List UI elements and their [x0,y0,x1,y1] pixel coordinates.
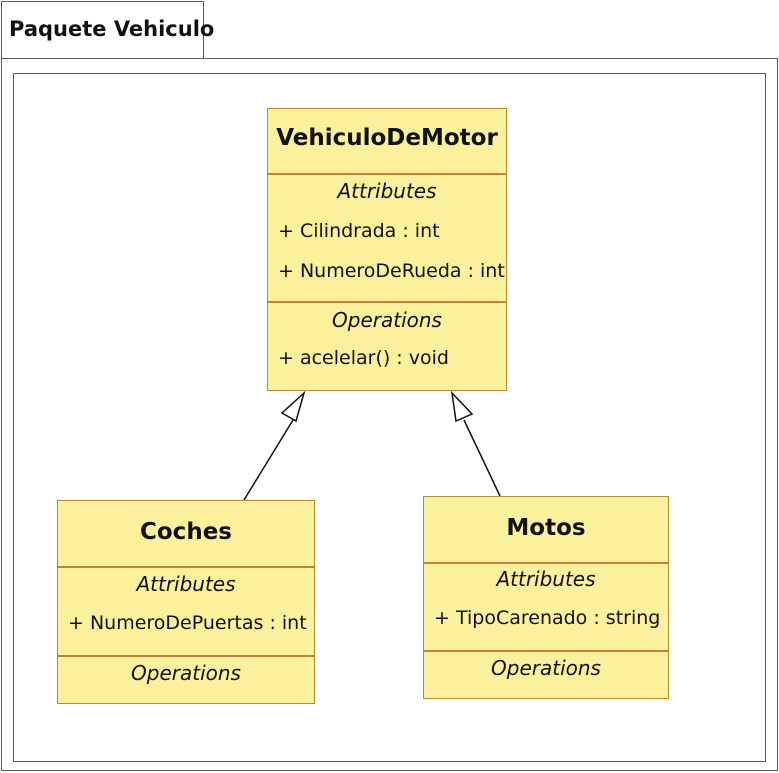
divider [268,301,506,303]
package-content-area [13,73,766,762]
operations-header: Operations [131,661,241,685]
attribute-tipocarenado: + TipoCarenado : string [434,607,661,629]
attributes-header: Attributes [337,179,437,203]
operation-acelelar: + acelelar() : void [278,347,449,369]
operations-header: Operations [491,656,601,680]
divider [58,566,314,568]
class-motos[interactable]: Motos Attributes + TipoCarenado : string… [423,496,669,699]
package-frame [1,58,778,771]
operations-header: Operations [332,308,442,332]
generalization-arrowhead-coches [280,390,306,423]
divider [424,650,668,652]
generalization-line-coches [243,419,294,501]
generalization-line-motos [463,419,501,497]
class-name: Motos [506,515,586,541]
attribute-cilindrada: + Cilindrada : int [278,220,440,242]
class-coches[interactable]: Coches Attributes + NumeroDePuertas : in… [57,500,315,704]
divider [58,655,314,657]
package-tab: Paquete Vehiculo [1,1,214,58]
class-name: Coches [140,519,232,545]
attribute-numerodepuertas: + NumeroDePuertas : int [68,612,307,634]
divider [424,562,668,564]
package-title: Paquete Vehiculo [9,17,215,41]
attributes-header: Attributes [136,572,236,596]
class-vehiculodemotor[interactable]: VehiculoDeMotor Attributes + Cilindrada … [267,108,507,391]
attributes-header: Attributes [496,567,596,591]
divider [268,173,506,175]
class-name: VehiculoDeMotor [276,125,498,151]
attribute-numeroderueda: + NumeroDeRueda : int [278,260,505,282]
generalization-arrowhead-motos [450,390,474,423]
